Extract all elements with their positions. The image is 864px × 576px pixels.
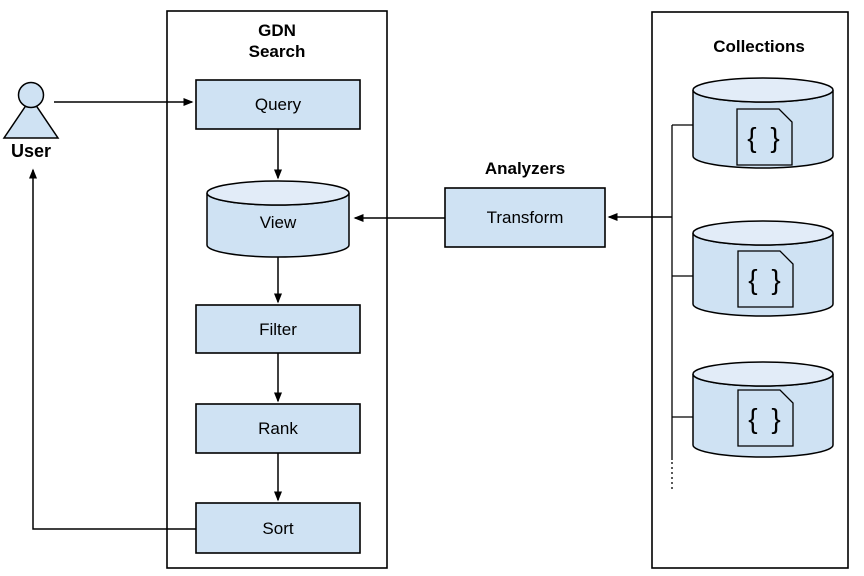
- document-braces-2: { }: [748, 264, 783, 295]
- filter-node: [195, 304, 361, 354]
- query-node: [195, 79, 361, 130]
- view-cylinder-top: [206, 180, 350, 206]
- analyzers-title: Analyzers: [485, 159, 565, 178]
- document-icon-3: [737, 389, 794, 447]
- user-head-icon: [17, 81, 45, 109]
- document-braces-3: { }: [748, 403, 783, 434]
- collection-cylinder-1-top: [692, 77, 834, 103]
- gdn-search-title-line1: GDN: [258, 21, 296, 40]
- document-braces-1: { }: [747, 122, 782, 153]
- document-icon-1: [736, 108, 793, 166]
- collection-cylinder-2-top: [692, 220, 834, 246]
- user-label: User: [11, 141, 51, 161]
- query-node-label: Query: [255, 95, 302, 114]
- transform-node-label: Transform: [487, 208, 564, 227]
- collection-cylinder-3-top: [692, 361, 834, 387]
- sort-node-label: Sort: [262, 519, 293, 538]
- collections-title: Collections: [713, 37, 805, 56]
- rank-node-label: Rank: [258, 419, 298, 438]
- filter-node-label: Filter: [259, 320, 297, 339]
- rank-node: [195, 403, 361, 454]
- document-icon-2: [737, 250, 794, 308]
- user-body-icon: [2, 96, 60, 139]
- sort-node: [195, 502, 361, 554]
- gdn-search-title-line2: Search: [249, 42, 306, 61]
- collections-container: [651, 11, 849, 569]
- view-node-label: View: [260, 213, 297, 232]
- gdn-search-container: [166, 10, 388, 569]
- edge-sort-to-user: [29, 168, 196, 530]
- transform-node: [444, 187, 606, 248]
